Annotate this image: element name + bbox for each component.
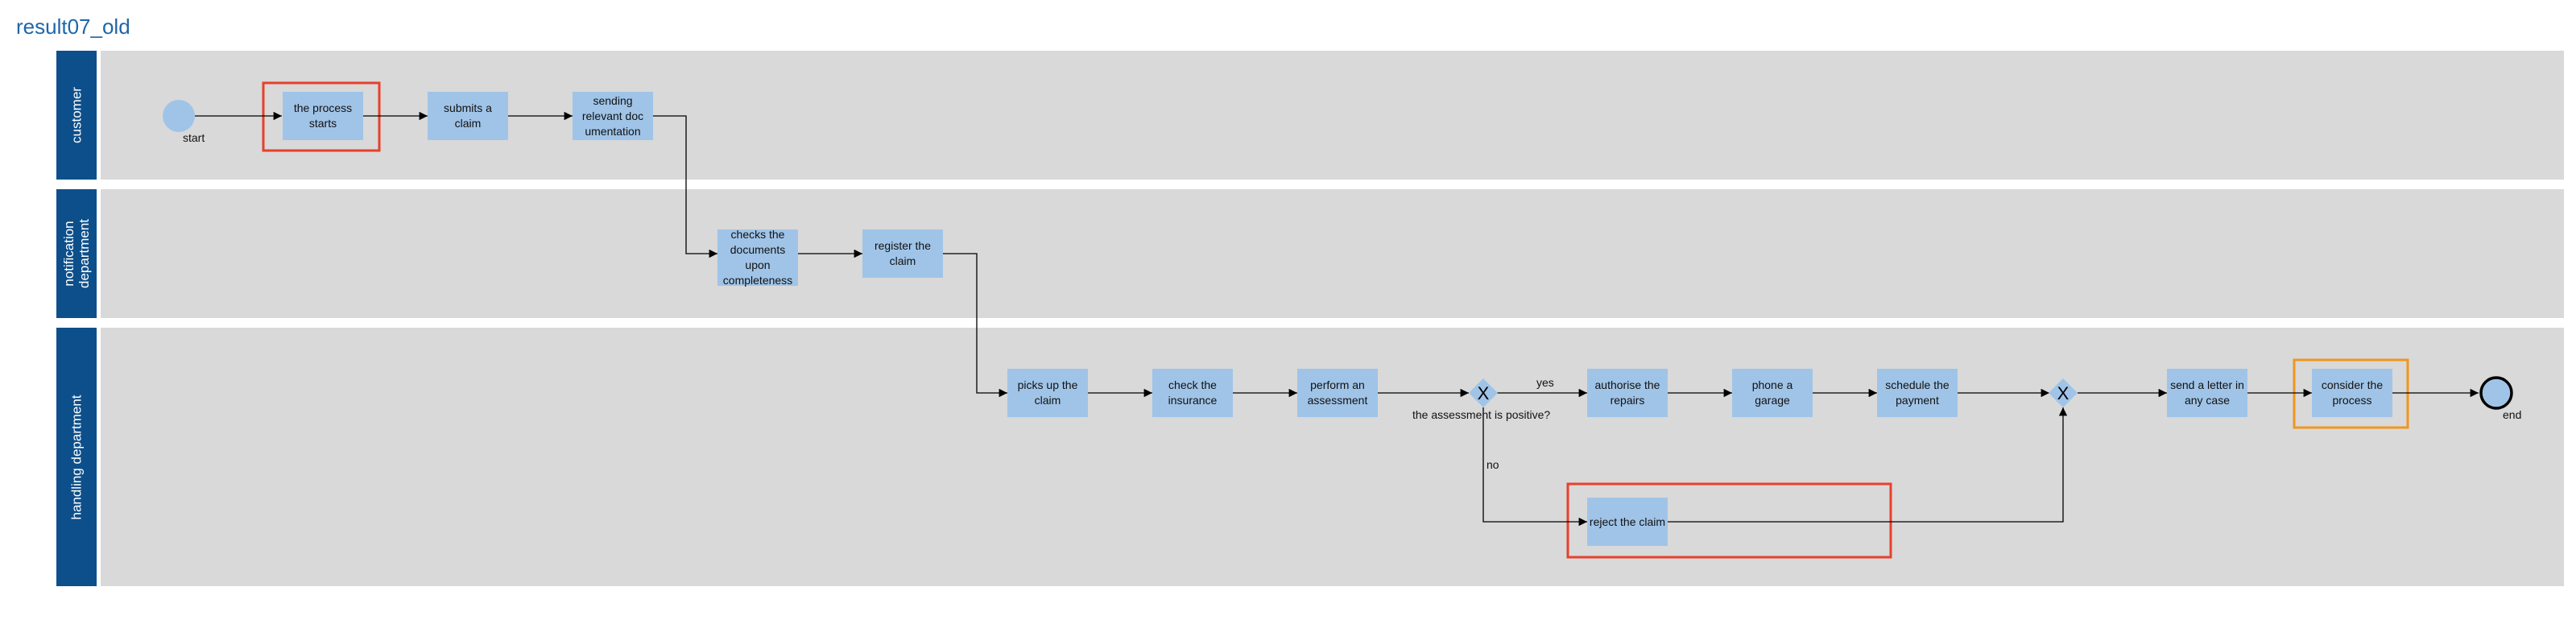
- lane-customer: customer: [56, 51, 2564, 180]
- gateway-no-label: no: [1486, 458, 1499, 471]
- task-process-starts[interactable]: the process starts: [283, 92, 363, 140]
- task-label: register the claim: [874, 239, 932, 267]
- task-submits-claim[interactable]: submits a claim: [428, 92, 508, 140]
- task-sending-documentation[interactable]: sending relevant doc umentation: [573, 92, 653, 140]
- lane-body-customer: [101, 51, 2564, 180]
- task-label: the process starts: [293, 101, 353, 130]
- task-label: picks up the claim: [1017, 378, 1078, 407]
- task-phone-garage[interactable]: phone a garage: [1732, 369, 1813, 417]
- start-event: [163, 100, 195, 132]
- task-label: send a letter in any case: [2170, 378, 2244, 407]
- gateway-yes-label: yes: [1536, 376, 1554, 389]
- task-label: checks the documents upon completeness: [722, 228, 793, 287]
- task-label: check the insurance: [1168, 378, 1218, 407]
- task-authorise-repairs[interactable]: authorise the repairs: [1587, 369, 1668, 417]
- task-label: phone a garage: [1751, 378, 1793, 407]
- task-label: sending relevant doc umentation: [581, 93, 644, 138]
- flow-sending-docs-to-checks: [653, 115, 717, 258]
- task-label: schedule the payment: [1885, 378, 1950, 407]
- task-label: submits a claim: [444, 101, 492, 130]
- task-label: perform an assessment: [1307, 378, 1368, 407]
- merge-gateway-symbol: X: [2057, 383, 2069, 403]
- lane-header-handling: handling department: [56, 328, 97, 586]
- task-checks-documents[interactable]: checks the documents upon completeness: [717, 228, 798, 287]
- lane-body-notification: [101, 189, 2564, 318]
- highlight-box-reject-claim: [1566, 482, 1892, 559]
- task-label: authorise the repairs: [1594, 378, 1660, 407]
- task-schedule-payment[interactable]: schedule the payment: [1877, 369, 1958, 417]
- task-perform-assessment[interactable]: perform an assessment: [1297, 369, 1378, 417]
- end-event-label: end: [2503, 408, 2522, 421]
- merge-gateway: [2049, 378, 2078, 407]
- end-event: [2479, 376, 2513, 410]
- highlight-box-consider-process: [2293, 358, 2409, 429]
- task-reject-claim[interactable]: reject the claim: [1587, 498, 1668, 546]
- task-check-insurance[interactable]: check the insurance: [1152, 369, 1233, 417]
- diagram-title: result07_old: [16, 14, 130, 39]
- decision-gateway-symbol: X: [1478, 383, 1490, 403]
- task-label: consider the process: [2321, 378, 2384, 407]
- task-register-claim[interactable]: register the claim: [862, 229, 943, 278]
- decision-gateway: [1469, 378, 1498, 407]
- task-picks-up-claim[interactable]: picks up the claim: [1007, 369, 1088, 417]
- flow-reject-to-merge: [1668, 407, 2068, 523]
- lane-header-notification: notification department: [56, 189, 97, 318]
- highlight-box-process-starts: [262, 81, 381, 152]
- lane-notification-department: notification department: [56, 189, 2564, 318]
- lane-header-customer: customer: [56, 51, 97, 180]
- flow-gateway-no-to-reject: [1482, 407, 1587, 527]
- start-event-label: start: [183, 131, 205, 144]
- task-send-letter[interactable]: send a letter in any case: [2167, 369, 2247, 417]
- task-label: reject the claim: [1589, 515, 1666, 528]
- task-consider-process[interactable]: consider the process: [2312, 369, 2392, 417]
- decision-gateway-label: the assessment is positive?: [1412, 408, 1551, 421]
- flow-register-to-picks-up: [943, 253, 1007, 398]
